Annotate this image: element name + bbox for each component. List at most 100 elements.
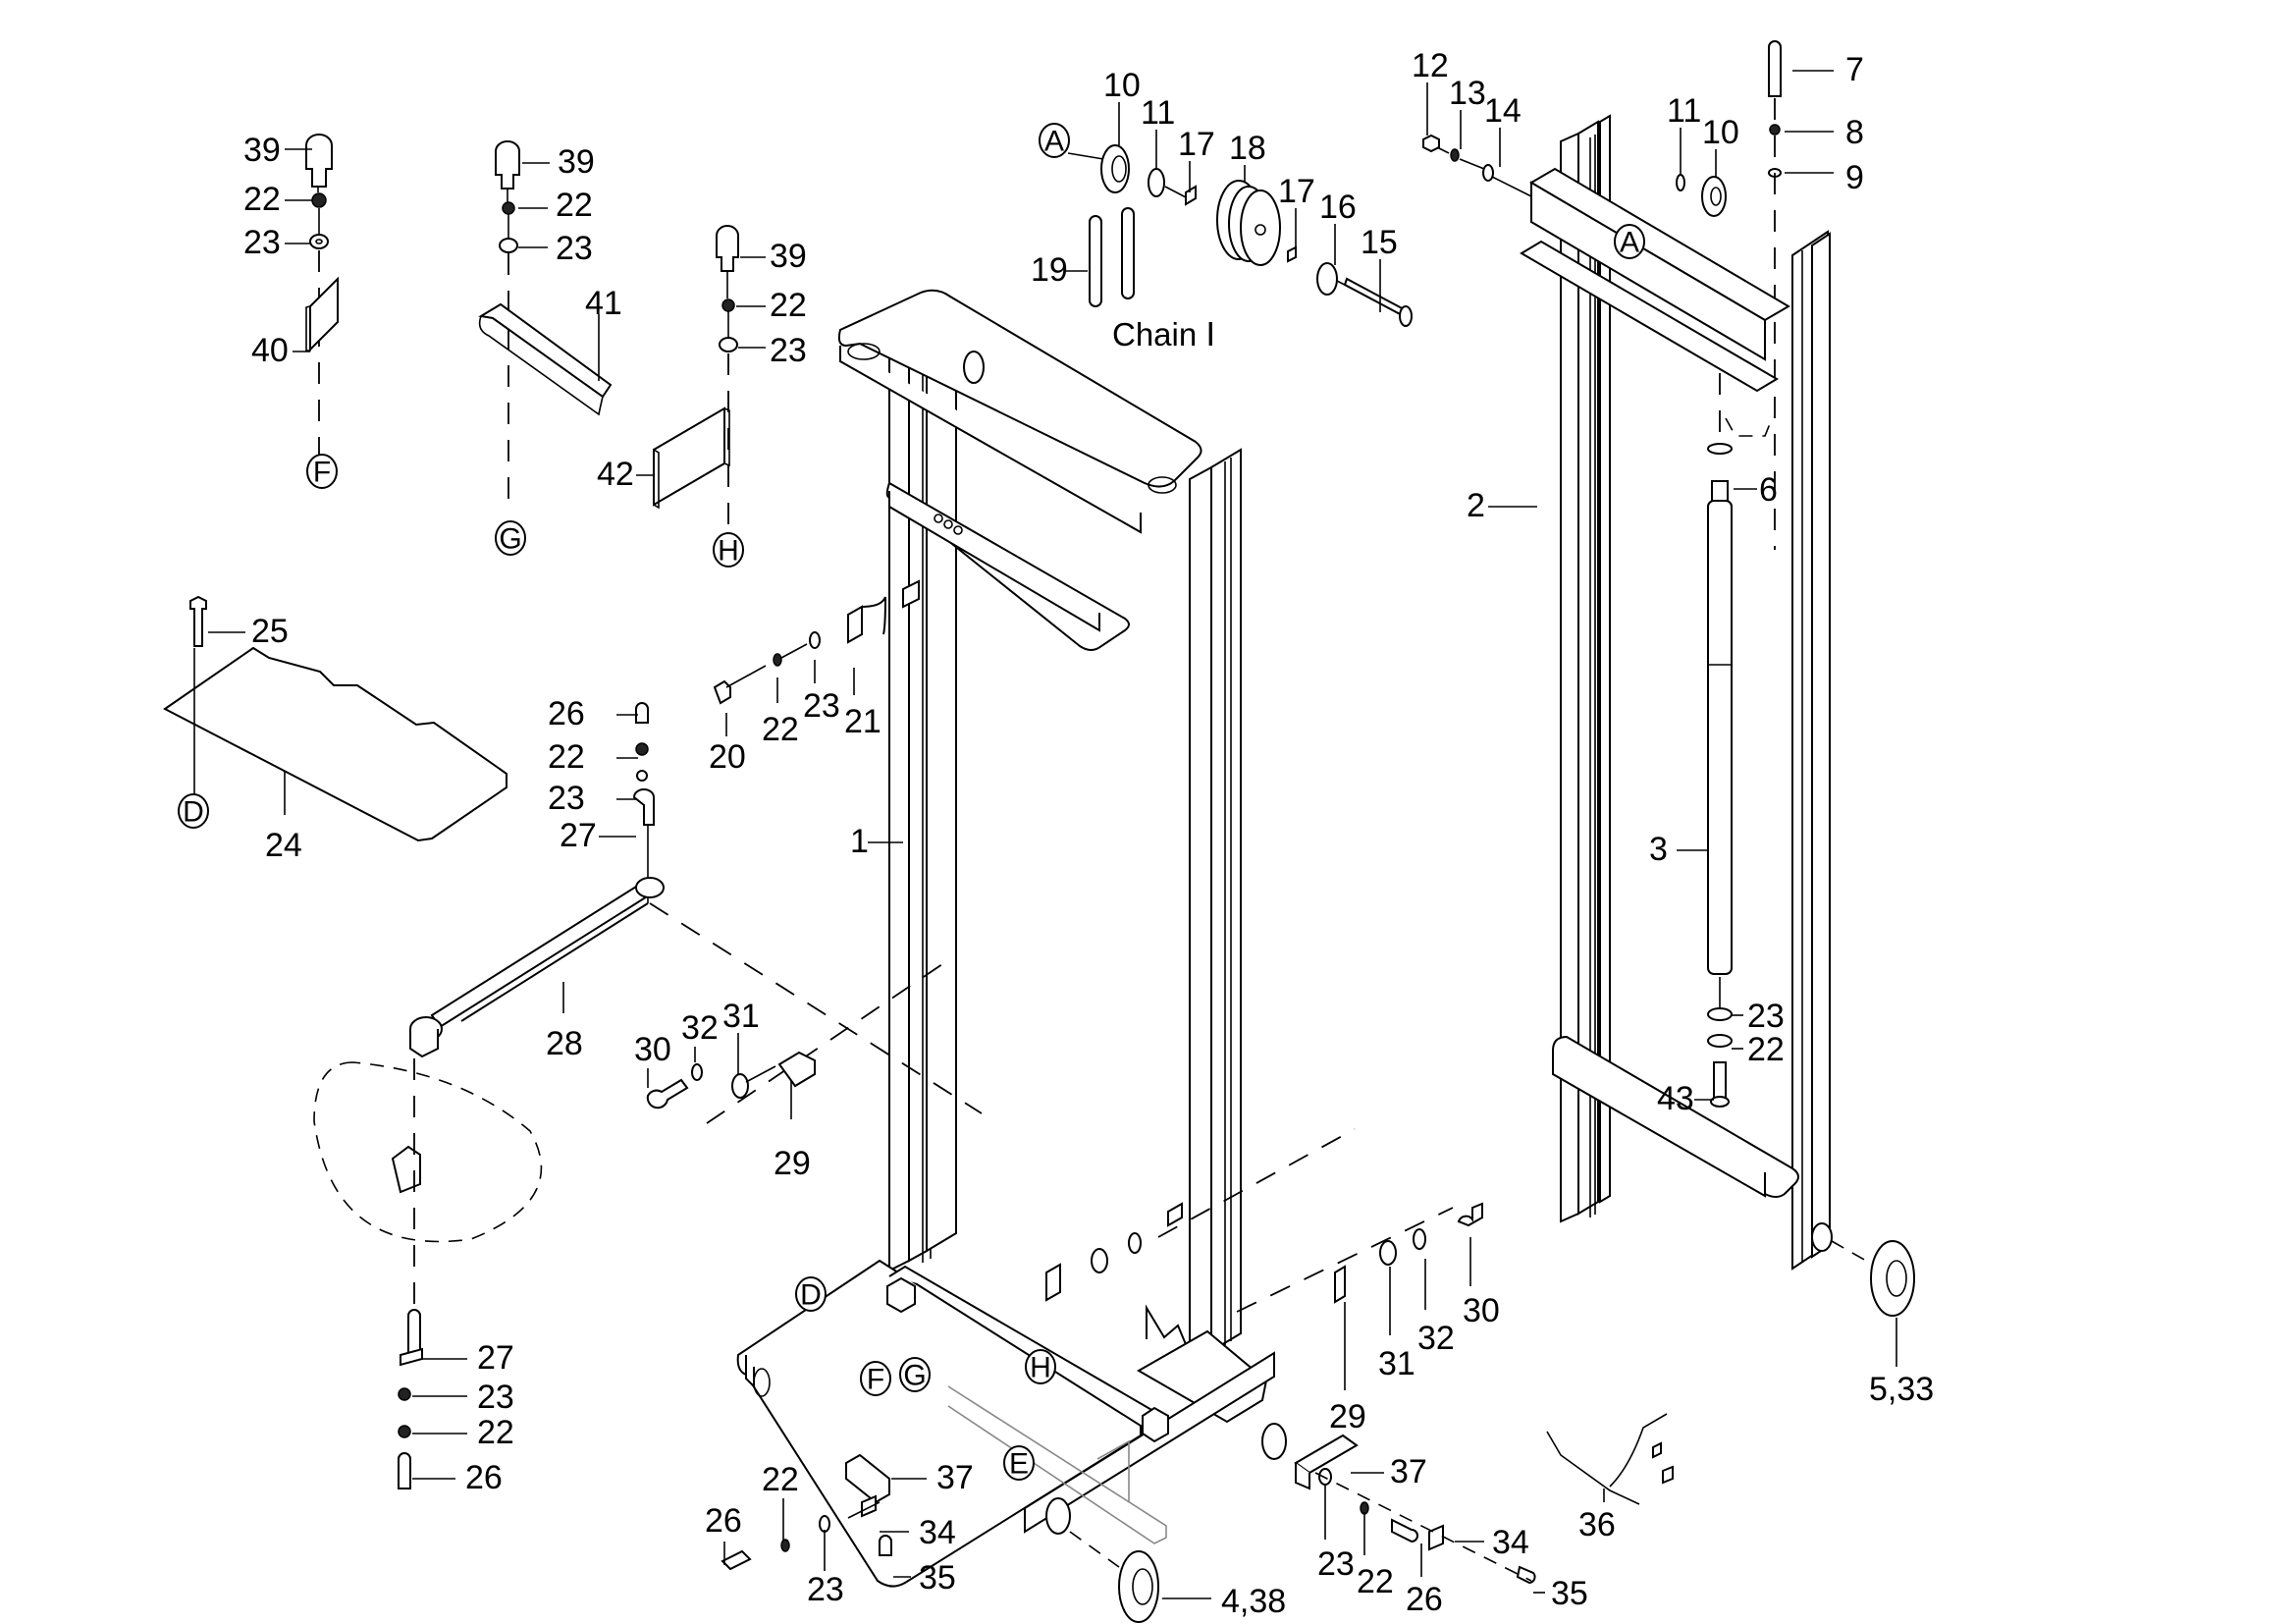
fastener-group-bottom-right bbox=[1294, 1413, 1674, 1585]
callout-39: 39 bbox=[558, 143, 595, 181]
fastener-stack-g bbox=[478, 140, 613, 511]
svg-text:A: A bbox=[1620, 227, 1639, 259]
callout-28: 28 bbox=[546, 1025, 583, 1062]
callout-22: 22 bbox=[762, 1461, 799, 1498]
callout-23: 23 bbox=[477, 1379, 514, 1416]
callout-15: 15 bbox=[1361, 224, 1398, 261]
callout-23: 23 bbox=[1747, 998, 1785, 1035]
svg-text:D: D bbox=[800, 1279, 822, 1312]
callout-24: 24 bbox=[265, 827, 302, 864]
fastener-group-20-23 bbox=[713, 579, 920, 705]
callout-19: 19 bbox=[1031, 251, 1068, 289]
callout-12: 12 bbox=[1412, 47, 1449, 84]
part-3-cylinder bbox=[1707, 500, 1733, 975]
callout-35: 35 bbox=[919, 1559, 956, 1597]
chain-assembly bbox=[1067, 144, 1413, 327]
callout-22: 22 bbox=[556, 187, 593, 224]
reference-letter-h: H bbox=[713, 532, 744, 568]
fastener-group-30-32-left bbox=[646, 1051, 816, 1110]
callout-31: 31 bbox=[1378, 1345, 1415, 1382]
callout-5-33: 5,33 bbox=[1869, 1371, 1934, 1408]
callout-22: 22 bbox=[1357, 1563, 1394, 1600]
part-36-harness bbox=[1546, 1413, 1668, 1505]
detail-outline bbox=[313, 1058, 543, 1489]
callout-31: 31 bbox=[722, 998, 760, 1035]
reference-letter-a: A bbox=[1614, 224, 1645, 259]
reference-letter-a: A bbox=[1039, 123, 1070, 158]
callout-6: 6 bbox=[1759, 471, 1778, 509]
svg-text:G: G bbox=[903, 1360, 926, 1392]
callout-32: 32 bbox=[1417, 1320, 1455, 1357]
svg-text:F: F bbox=[313, 457, 331, 489]
svg-text:F: F bbox=[867, 1364, 884, 1396]
fastener-stack-f bbox=[305, 134, 339, 461]
callout-23: 23 bbox=[1317, 1545, 1355, 1583]
svg-text:G: G bbox=[499, 523, 521, 556]
callout-30: 30 bbox=[634, 1031, 671, 1068]
reference-letter-h: H bbox=[1025, 1349, 1056, 1384]
callout-11: 11 bbox=[1667, 92, 1701, 130]
callout-25: 25 bbox=[251, 613, 289, 650]
fastener-group-top-right bbox=[1422, 40, 1782, 550]
callout-39: 39 bbox=[243, 132, 281, 169]
callout-22: 22 bbox=[548, 738, 585, 776]
callout-16: 16 bbox=[1319, 189, 1357, 226]
callout-23: 23 bbox=[803, 687, 840, 725]
inner-mast bbox=[736, 289, 1287, 1623]
callout-41: 41 bbox=[585, 285, 622, 322]
callout-18: 18 bbox=[1229, 130, 1266, 167]
callout-40: 40 bbox=[251, 332, 289, 369]
callout-26: 26 bbox=[548, 695, 585, 732]
callout-37: 37 bbox=[936, 1459, 974, 1496]
svg-text:H: H bbox=[718, 535, 739, 568]
part-40-plate bbox=[309, 276, 339, 352]
callout-23: 23 bbox=[548, 780, 585, 817]
svg-text:A: A bbox=[1044, 126, 1064, 158]
callout-8: 8 bbox=[1845, 114, 1864, 151]
chain-caption: Chain Ⅰ bbox=[1112, 316, 1215, 352]
reference-letter-f: F bbox=[860, 1361, 891, 1396]
callout-11: 11 bbox=[1141, 94, 1175, 132]
svg-text:H: H bbox=[1030, 1352, 1051, 1384]
callout-26: 26 bbox=[1406, 1581, 1443, 1618]
tilt-cylinder-28 bbox=[409, 702, 983, 1124]
roller-4-38 bbox=[1118, 1550, 1159, 1623]
callout-22: 22 bbox=[477, 1414, 514, 1451]
callout-27: 27 bbox=[477, 1339, 514, 1377]
fastener-group-mast-mid bbox=[1045, 1128, 1356, 1302]
reference-letter-g: G bbox=[899, 1357, 931, 1392]
fastener-group-30-32-right bbox=[1236, 1202, 1483, 1313]
reference-letter-d: D bbox=[178, 793, 209, 829]
callout-2: 2 bbox=[1467, 487, 1485, 524]
callout-34: 34 bbox=[1492, 1524, 1529, 1561]
leader-lines bbox=[208, 70, 1897, 1599]
roller-5-33 bbox=[1870, 1240, 1915, 1317]
cover-plate-24 bbox=[163, 595, 507, 842]
callout-21: 21 bbox=[844, 703, 881, 740]
callout-22: 22 bbox=[770, 287, 807, 324]
svg-text:D: D bbox=[183, 796, 204, 829]
chain-links bbox=[1089, 207, 1135, 307]
callout-23: 23 bbox=[243, 224, 281, 261]
callout-14: 14 bbox=[1484, 92, 1522, 130]
callout-30: 30 bbox=[1463, 1292, 1500, 1329]
reference-letter-e: E bbox=[1003, 1445, 1035, 1481]
svg-text:E: E bbox=[1009, 1448, 1029, 1481]
callout-17: 17 bbox=[1278, 173, 1315, 210]
reference-letter-g: G bbox=[495, 520, 526, 556]
callout-29: 29 bbox=[774, 1145, 811, 1182]
callout-23: 23 bbox=[770, 332, 807, 369]
callout-22: 22 bbox=[1747, 1031, 1785, 1068]
part-37-bracket-right bbox=[1294, 1434, 1359, 1475]
callout-20: 20 bbox=[709, 738, 746, 776]
callout-3: 3 bbox=[1649, 831, 1668, 868]
callout-26: 26 bbox=[465, 1459, 503, 1496]
callout-43: 43 bbox=[1657, 1080, 1694, 1117]
callout-10: 10 bbox=[1702, 114, 1739, 151]
part-41-channel bbox=[478, 302, 613, 399]
callout-35: 35 bbox=[1551, 1575, 1588, 1612]
reference-letter-d: D bbox=[795, 1276, 827, 1312]
